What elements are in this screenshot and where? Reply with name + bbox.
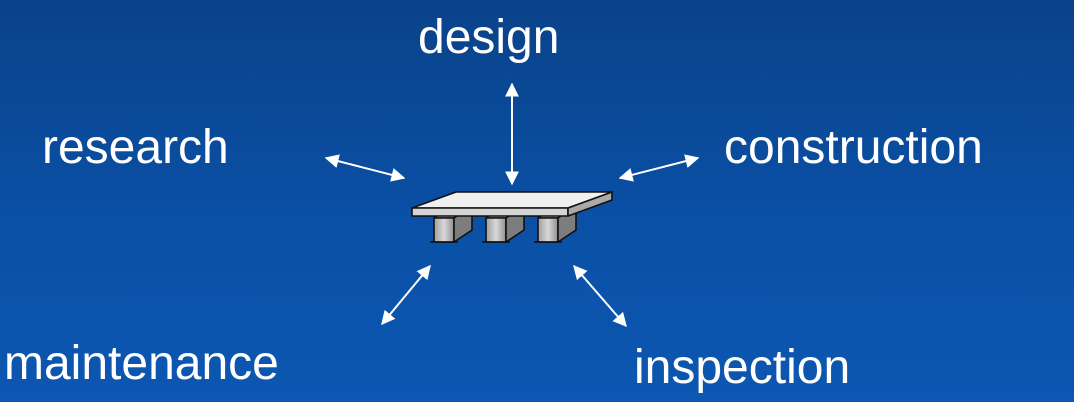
label-research: research	[42, 121, 229, 174]
bridge-girder-icon	[411, 191, 613, 243]
label-design: design	[418, 11, 560, 64]
arrow-maintenance	[381, 264, 431, 326]
label-maintenance: maintenance	[4, 337, 279, 390]
arrow-inspection	[573, 264, 627, 328]
label-inspection: inspection	[634, 341, 851, 394]
arrow-construction	[618, 154, 700, 182]
label-construction: construction	[724, 121, 983, 174]
arrow-research	[324, 154, 406, 182]
deck-side	[567, 191, 613, 217]
deck-front	[411, 207, 569, 217]
